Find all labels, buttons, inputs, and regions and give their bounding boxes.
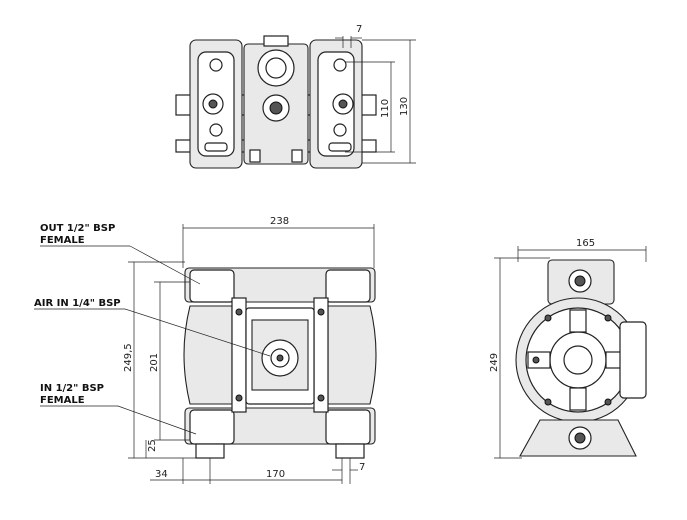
dim-front-238: 238 — [270, 216, 289, 227]
dim-front-34: 34 — [155, 469, 168, 480]
top-view — [175, 35, 377, 169]
dim-side-165: 165 — [576, 238, 595, 249]
callout-out-line2: FEMALE — [40, 235, 85, 246]
callout-air: AIR IN 1/4" BSP — [34, 298, 121, 309]
dim-top-110: 110 — [380, 99, 391, 118]
dim-front-170: 170 — [266, 469, 285, 480]
dim-side-249: 249 — [489, 353, 500, 372]
front-view — [183, 267, 377, 459]
dim-front-201: 201 — [149, 353, 160, 372]
callout-out-line1: OUT 1/2" BSP — [40, 223, 115, 234]
callout-in-line2: FEMALE — [40, 395, 85, 406]
front-view-dimensions: 238 249,5 201 25 34 170 7 — [123, 216, 375, 484]
dim-front-25: 25 — [147, 439, 158, 452]
side-view-dimensions: 165 249 — [489, 238, 647, 459]
dim-top-130: 130 — [399, 97, 410, 116]
top-view-dimensions: 7 110 130 — [335, 24, 416, 164]
side-view — [515, 259, 647, 457]
dim-front-7: 7 — [359, 462, 365, 473]
dim-front-249-5: 249,5 — [123, 343, 134, 372]
front-view-callouts: OUT 1/2" BSP FEMALE AIR IN 1/4" BSP IN 1… — [34, 223, 271, 435]
dim-top-7: 7 — [356, 24, 362, 35]
callout-in-line1: IN 1/2" BSP — [40, 383, 104, 394]
